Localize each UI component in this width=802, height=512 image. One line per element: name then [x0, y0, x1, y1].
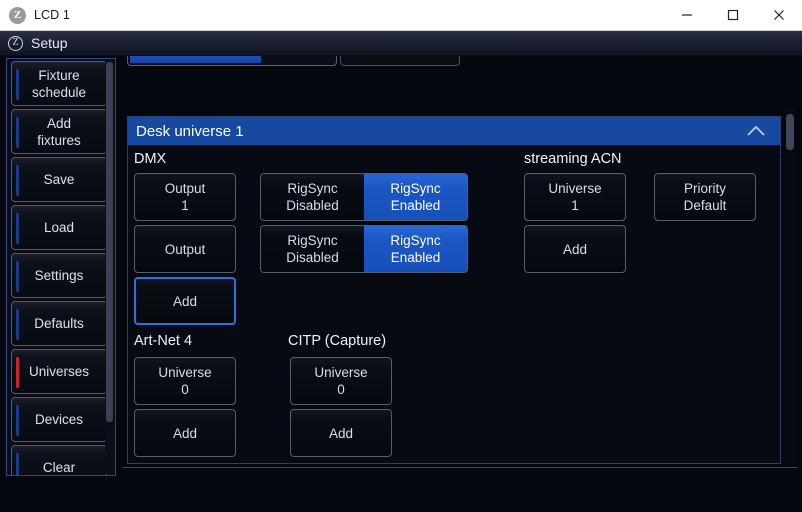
desk-universe-panel: Desk universe 1 DMX streaming ACN Art-Ne… [127, 116, 781, 464]
sidebar-item-devices[interactable]: Devices [11, 397, 107, 442]
rigsync-enabled-option-2[interactable]: RigSync Enabled [364, 226, 467, 272]
main-content-area: Desk universe 1 DMX streaming ACN Art-Ne… [122, 56, 798, 468]
sidebar-item-label: Settings [34, 268, 84, 283]
panel-body: DMX streaming ACN Art-Net 4 CITP (Captur… [128, 145, 780, 463]
sidebar-item-label: Load [43, 220, 75, 235]
sidebar-indicator [16, 213, 19, 244]
rigsync-disabled-option-1[interactable]: RigSync Disabled [261, 174, 364, 220]
citp-add-button[interactable]: Add [290, 409, 392, 457]
sidebar-indicator [16, 453, 19, 475]
sacn-universe-line1: Universe [548, 181, 602, 196]
dmx-output-2-button[interactable]: Output [134, 225, 236, 273]
setup-header-bar: Z Setup [0, 31, 802, 56]
rigsync-enabled-line1: RigSync [390, 233, 441, 248]
dmx-add-label: Add [172, 293, 198, 309]
sacn-universe-line2: 1 [571, 198, 579, 213]
sidebar-item-label: Fixture [38, 67, 80, 83]
sacn-add-label: Add [562, 241, 588, 257]
rigsync-disabled-line1: RigSync [287, 181, 338, 196]
rigsync-enabled-line2: Enabled [390, 198, 441, 213]
section-label-dmx: DMX [134, 151, 167, 167]
sidebar-indicator [16, 405, 19, 436]
window-title-bar: Z LCD 1 [0, 0, 802, 31]
sacn-universe-button[interactable]: Universe 1 [524, 173, 626, 221]
main-scrollbar-thumb[interactable] [786, 114, 794, 150]
section-label-streaming-acn: streaming ACN [524, 151, 622, 167]
window-controls [664, 0, 802, 31]
sidebar-item-label: Defaults [34, 316, 84, 331]
rigsync-disabled-line1: RigSync [287, 233, 338, 248]
dmx-add-button[interactable]: Add [134, 277, 236, 325]
citp-add-label: Add [328, 425, 354, 441]
clipped-secondary-widget[interactable] [340, 56, 460, 66]
artnet-universe-line1: Universe [158, 365, 212, 380]
sidebar-item-label: Save [43, 172, 75, 187]
rigsync-disabled-line2: Disabled [286, 250, 339, 265]
sidebar-item-label: Clear [42, 460, 76, 475]
sidebar-indicator [16, 309, 19, 340]
citp-universe-line1: Universe [314, 365, 368, 380]
progress-fill [130, 56, 262, 63]
sidebar-indicator-active [16, 357, 19, 388]
citp-universe-button[interactable]: Universe 0 [290, 357, 392, 405]
panel-header[interactable]: Desk universe 1 [128, 117, 780, 145]
sidebar-item-settings[interactable]: Settings [11, 253, 107, 298]
artnet-add-button[interactable]: Add [134, 409, 236, 457]
window-title: LCD 1 [34, 8, 70, 22]
sidebar-indicator [16, 117, 19, 148]
dmx-output-1-line1: Output [164, 181, 206, 196]
z-circle-icon: Z [8, 35, 23, 51]
section-label-artnet: Art-Net 4 [134, 333, 193, 349]
section-label-citp: CITP (Capture) [288, 333, 387, 349]
rigsync-enabled-line2: Enabled [390, 250, 441, 265]
sacn-priority-line2: Default [683, 198, 727, 213]
sidebar-item-label-2: schedule [31, 84, 87, 100]
setup-title: Setup [31, 35, 68, 51]
sidebar-item-save[interactable]: Save [11, 157, 107, 202]
sacn-add-button[interactable]: Add [524, 225, 626, 273]
chevron-up-icon[interactable] [744, 123, 768, 139]
artnet-universe-line2: 0 [181, 382, 189, 397]
sidebar-indicator [16, 165, 19, 196]
sidebar-item-label: Add [46, 115, 71, 131]
sidebar-item-label: Devices [34, 412, 83, 427]
sidebar-item-label-2: fixtures [37, 132, 81, 148]
sidebar-scrollbar-thumb[interactable] [106, 62, 113, 422]
dmx-output-1-button[interactable]: Output 1 [134, 173, 236, 221]
close-icon[interactable] [756, 0, 802, 31]
panel-title: Desk universe 1 [136, 122, 244, 140]
sidebar-item-label: Universes [28, 364, 90, 379]
rigsync-disabled-option-2[interactable]: RigSync Disabled [261, 226, 364, 272]
sidebar-item-universes[interactable]: Universes [11, 349, 107, 394]
sidebar-indicator [16, 261, 19, 292]
sidebar-item-defaults[interactable]: Defaults [11, 301, 107, 346]
sidebar-item-clear[interactable]: Clear [11, 445, 107, 475]
dmx-output-1-line2: 1 [181, 198, 189, 213]
sacn-priority-line1: Priority [683, 181, 726, 196]
sidebar-item-load[interactable]: Load [11, 205, 107, 250]
citp-universe-line2: 0 [337, 382, 345, 397]
dmx-rigsync-toggle-2[interactable]: RigSync Disabled RigSync Enabled [260, 225, 468, 273]
clipped-progress-widget[interactable] [127, 56, 337, 66]
sidebar-indicator [16, 69, 19, 100]
maximize-icon[interactable] [710, 0, 756, 31]
main-scrollbar-track[interactable] [785, 108, 795, 464]
artnet-universe-button[interactable]: Universe 0 [134, 357, 236, 405]
rigsync-enabled-option-1[interactable]: RigSync Enabled [364, 174, 467, 220]
sacn-priority-button[interactable]: Priority Default [654, 173, 756, 221]
minimize-icon[interactable] [664, 0, 710, 31]
rigsync-enabled-line1: RigSync [390, 181, 441, 196]
artnet-add-label: Add [172, 425, 198, 441]
dmx-output-2-line1: Output [164, 241, 206, 257]
z-circle-icon: Z [9, 6, 26, 24]
dmx-rigsync-toggle-1[interactable]: RigSync Disabled RigSync Enabled [260, 173, 468, 221]
rigsync-disabled-line2: Disabled [286, 198, 339, 213]
